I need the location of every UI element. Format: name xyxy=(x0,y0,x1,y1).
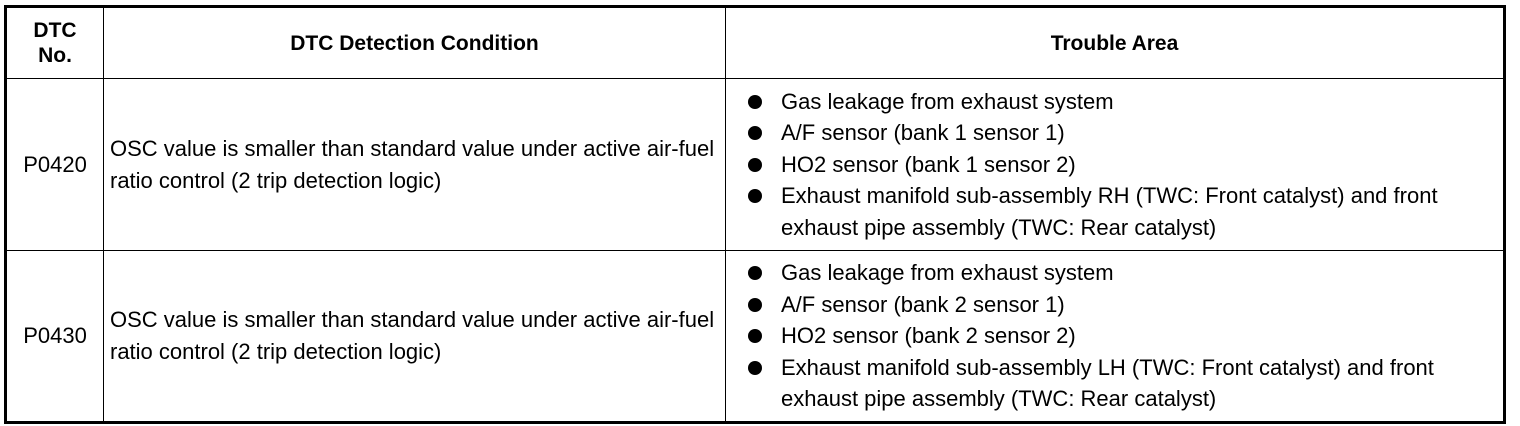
trouble-area-text: Exhaust manifold sub-assembly RH (TWC: F… xyxy=(781,183,1438,240)
list-item: HO2 sensor (bank 1 sensor 2) xyxy=(726,149,1503,181)
detection-condition: OSC value is smaller than standard value… xyxy=(103,250,726,423)
table-body: P0420 OSC value is smaller than standard… xyxy=(5,78,1505,423)
header-row: DTC No. DTC Detection Condition Trouble … xyxy=(5,6,1505,79)
table-row: P0430 OSC value is smaller than standard… xyxy=(5,250,1505,423)
list-item: A/F sensor (bank 1 sensor 1) xyxy=(726,117,1503,149)
trouble-area-text: Gas leakage from exhaust system xyxy=(781,88,1114,114)
table-row: P0420 OSC value is smaller than standard… xyxy=(5,78,1505,251)
detection-condition: OSC value is smaller than standard value… xyxy=(103,78,726,251)
list-item: A/F sensor (bank 2 sensor 1) xyxy=(726,289,1503,321)
header-dtc-no-text: DTC No. xyxy=(33,19,77,67)
bullet-icon xyxy=(748,297,762,312)
bullet-icon xyxy=(748,360,762,375)
header-trouble-area: Trouble Area xyxy=(725,6,1505,79)
list-item: HO2 sensor (bank 2 sensor 2) xyxy=(726,320,1503,352)
bullet-icon xyxy=(748,189,762,204)
dtc-code: P0420 xyxy=(5,78,104,251)
header-dtc-no: DTC No. xyxy=(5,6,104,79)
bullet-icon xyxy=(748,329,762,344)
trouble-area-text: A/F sensor (bank 1 sensor 1) xyxy=(781,120,1065,146)
table-header: DTC No. DTC Detection Condition Trouble … xyxy=(5,6,1505,79)
trouble-area-list: Gas leakage from exhaust system A/F sens… xyxy=(726,257,1503,415)
trouble-area-cell: Gas leakage from exhaust system A/F sens… xyxy=(725,250,1505,423)
trouble-area-text: HO2 sensor (bank 2 sensor 2) xyxy=(781,323,1076,349)
list-item: Exhaust manifold sub-assembly LH (TWC: F… xyxy=(726,352,1503,415)
bullet-icon xyxy=(748,266,762,281)
dtc-table: DTC No. DTC Detection Condition Trouble … xyxy=(4,5,1506,424)
dtc-code: P0430 xyxy=(5,250,104,423)
trouble-area-cell: Gas leakage from exhaust system A/F sens… xyxy=(725,78,1505,251)
list-item: Gas leakage from exhaust system xyxy=(726,257,1503,289)
header-detection-condition: DTC Detection Condition xyxy=(103,6,726,79)
bullet-icon xyxy=(748,126,762,141)
trouble-area-text: HO2 sensor (bank 1 sensor 2) xyxy=(781,151,1076,177)
trouble-area-list: Gas leakage from exhaust system A/F sens… xyxy=(726,86,1503,244)
list-item: Exhaust manifold sub-assembly RH (TWC: F… xyxy=(726,180,1503,243)
bullet-icon xyxy=(748,94,762,109)
trouble-area-text: Exhaust manifold sub-assembly LH (TWC: F… xyxy=(781,354,1434,412)
trouble-area-text: A/F sensor (bank 2 sensor 1) xyxy=(781,291,1065,317)
trouble-area-text: Gas leakage from exhaust system xyxy=(781,260,1114,286)
bullet-icon xyxy=(748,157,762,172)
list-item: Gas leakage from exhaust system xyxy=(726,86,1503,118)
